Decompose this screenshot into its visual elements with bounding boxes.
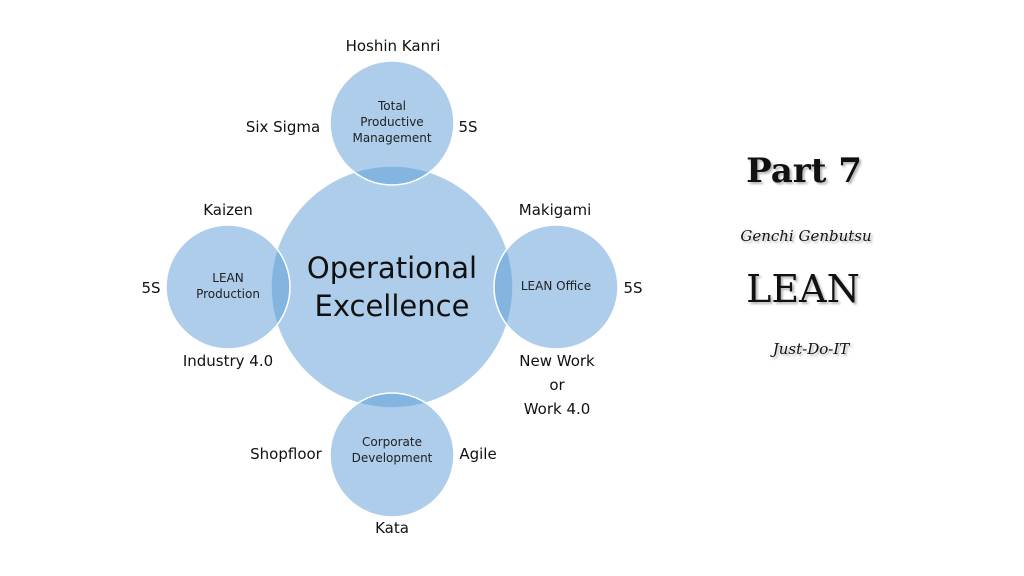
circle-lean-office xyxy=(493,224,619,350)
just-do-it: Just-Do-IT xyxy=(772,340,850,358)
lean-title: LEAN xyxy=(746,267,860,311)
bottom-line1: Corporate xyxy=(361,435,422,449)
label-makigami: Makigami xyxy=(518,201,592,219)
label-hoshin-kanri: Hoshin Kanri xyxy=(345,37,441,55)
new-work-line1: New Work xyxy=(519,352,595,370)
label-industry-4: Industry 4.0 xyxy=(182,352,274,370)
new-work-line2: or xyxy=(549,376,565,394)
circle-lean-production xyxy=(165,224,291,350)
genchi-genbutsu: Genchi Genbutsu xyxy=(740,227,872,245)
left-line1: LEAN xyxy=(212,271,244,285)
circle-total-productive-management xyxy=(329,60,455,186)
new-work-line3: Work 4.0 xyxy=(523,400,591,418)
circle-corporate-development xyxy=(329,392,455,518)
part-title: Part 7 xyxy=(746,151,862,191)
left-line2: Production xyxy=(196,287,260,301)
label-shopfloor: Shopfloor xyxy=(250,445,322,463)
label-agile: Agile xyxy=(459,445,497,463)
top-circle-label: Total Productive Management xyxy=(352,98,431,146)
label-new-work: New Work or Work 4.0 xyxy=(519,349,594,421)
left-circle-label: LEAN Production xyxy=(196,270,260,302)
center-line1: Operational xyxy=(306,251,478,285)
top-line2: Productive xyxy=(360,115,424,129)
label-5s-right: 5S xyxy=(623,279,643,297)
bottom-line2: Development xyxy=(351,451,433,465)
center-line2: Excellence xyxy=(314,289,470,323)
label-5s-left: 5S xyxy=(141,279,161,297)
top-line1: Total xyxy=(377,99,407,113)
top-line3: Management xyxy=(352,131,432,145)
center-label: Operational Excellence xyxy=(307,249,477,325)
right-circle-label: LEAN Office xyxy=(520,279,592,293)
label-kaizen: Kaizen xyxy=(203,201,253,219)
label-six-sigma: Six Sigma xyxy=(245,118,321,136)
label-kata: Kata xyxy=(375,519,409,537)
label-5s-top: 5S xyxy=(458,118,478,136)
bottom-circle-label: Corporate Development xyxy=(352,434,433,466)
